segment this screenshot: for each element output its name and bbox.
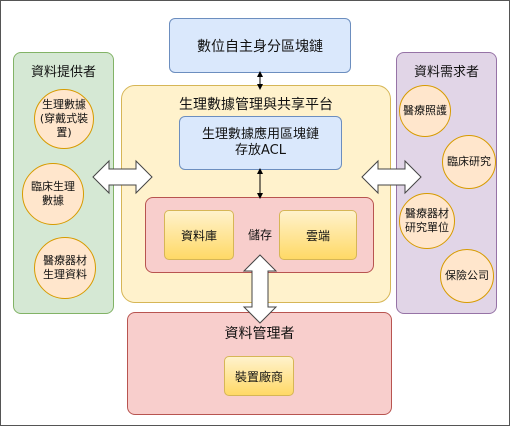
requester-node-research: 臨床研究 <box>442 135 496 189</box>
provider-node-line: 數據 <box>42 194 64 207</box>
requester-node-line: 研究單位 <box>405 221 449 234</box>
data-provider-title: 資料提供者 <box>30 65 96 80</box>
storage-label: 儲存 <box>247 228 272 242</box>
data-requester-title: 資料需求者 <box>413 65 479 80</box>
provider-node-wearable: 生理數據(穿戴式裝置) <box>34 89 94 149</box>
data-requester-panel: 資料需求者 醫療照護 臨床研究 醫療器材研究單位 保險公司 <box>396 52 497 314</box>
platform-title: 生理數據管理與共享平台 <box>179 97 333 113</box>
data-manager-title: 資料管理者 <box>224 326 295 342</box>
device-vendor-box: 裝置廠商 <box>224 356 294 396</box>
provider-node-line: 生理數據 <box>42 98 86 111</box>
identity-blockchain-label: 數位自主身分區塊鏈 <box>197 38 323 55</box>
provider-node-device: 醫療器材生理資料 <box>34 237 96 299</box>
acl-blockchain-box: 生理數據應用區塊鏈存放ACL <box>179 116 342 170</box>
requester-node-line: 臨床研究 <box>447 155 491 168</box>
database-label: 資料庫 <box>180 228 217 243</box>
provider-node-clinical: 臨床生理數據 <box>22 163 84 225</box>
requester-node-line: 醫療照護 <box>403 104 447 117</box>
cloud-box: 雲端 <box>279 210 357 260</box>
provider-node-line: (穿戴式裝置) <box>39 112 89 139</box>
acl-line: 存放ACL <box>234 143 286 158</box>
provider-node-line: 生理資料 <box>43 268 87 281</box>
device-vendor-label: 裝置廠商 <box>234 369 283 384</box>
data-provider-panel: 資料提供者 生理數據(穿戴式裝置) 臨床生理數據 醫療器材生理資料 <box>13 52 114 314</box>
data-manager-panel: 資料管理者 裝置廠商 <box>127 312 392 415</box>
provider-node-line: 臨床生理 <box>31 180 75 193</box>
database-box: 資料庫 <box>164 210 234 260</box>
provider-node-line: 醫療器材 <box>43 254 87 267</box>
storage-group: 資料庫 儲存 雲端 <box>145 197 374 273</box>
requester-node-insurance: 保險公司 <box>440 249 494 303</box>
identity-blockchain-box: 數位自主身分區塊鏈 <box>169 18 351 73</box>
requester-node-care: 醫療照護 <box>399 85 451 137</box>
requester-node-line: 醫療器材 <box>405 207 449 220</box>
acl-line: 生理數據應用區塊鏈 <box>201 127 319 142</box>
requester-node-device-research: 醫療器材研究單位 <box>399 193 455 249</box>
requester-node-line: 保險公司 <box>445 269 489 282</box>
cloud-label: 雲端 <box>305 228 330 243</box>
